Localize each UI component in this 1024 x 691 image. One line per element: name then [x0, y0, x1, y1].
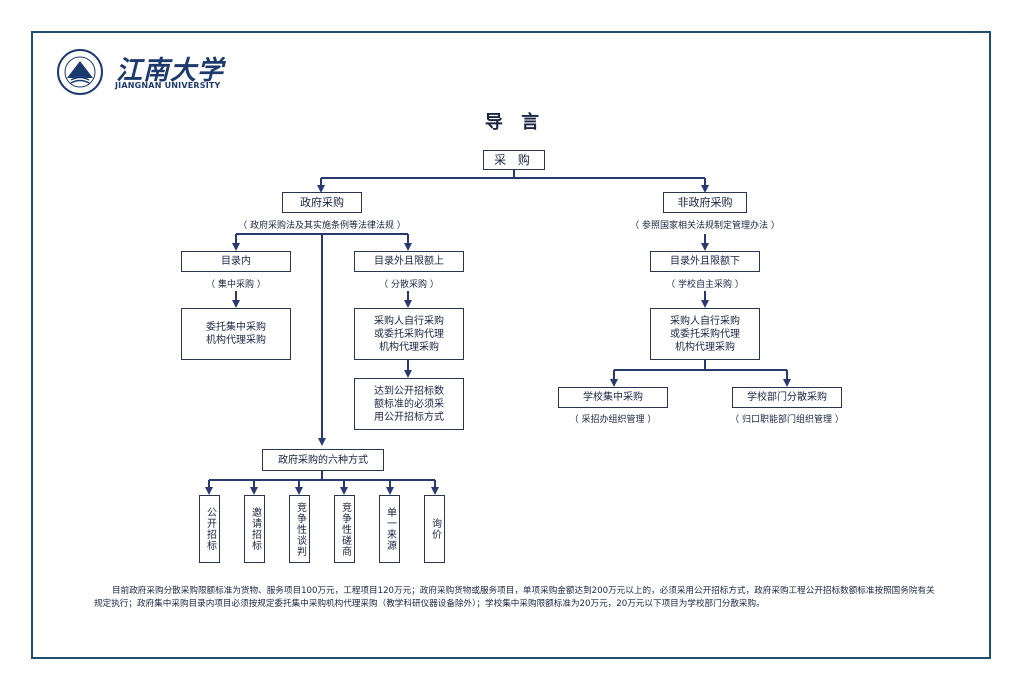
page-title: 导 言 [484, 112, 546, 133]
node-nongov-self-or-agency: 采购人自行采购 或委托采购代理 机构代理采购 [650, 308, 760, 360]
node-six-methods: 政府采购的六种方式 [262, 449, 384, 471]
note-catalog-out-above: （ 分散采购 ） [379, 280, 439, 290]
note-school-dept: （ 归口职能部门组织管理 ） [730, 415, 844, 425]
footer-note: 目前政府采购分散采购限额标准为货物、服务项目100万元，工程项目120万元；政府… [94, 586, 935, 609]
node-gov-self-or-agency: 采购人自行采购 或委托采购代理 机构代理采购 [354, 308, 464, 360]
university-seal-icon [57, 49, 103, 95]
node-catalog-in: 目录内 [181, 251, 291, 272]
note-catalog-out-below: （ 学校自主采购 ） [666, 280, 744, 290]
method-invited-tender: 邀请招标 [244, 495, 265, 563]
page-frame [31, 31, 991, 659]
node-nongov-procurement: 非政府采购 [663, 192, 747, 213]
method-competitive-negotiation: 竞争性谈判 [289, 495, 310, 563]
node-central-agency: 委托集中采购 机构代理采购 [181, 308, 291, 360]
method-competitive-consultation: 竞争性磋商 [334, 495, 355, 563]
node-procurement: 采 购 [483, 150, 545, 170]
note-nongov-procurement: （ 参照国家相关法规制定管理办法 ） [630, 221, 780, 231]
note-school-central: （ 采招办组织管理 ） [569, 415, 657, 425]
node-school-central: 学校集中采购 [558, 387, 668, 408]
note-catalog-in: （ 集中采购 ） [206, 280, 266, 290]
method-single-source: 单一来源 [379, 495, 400, 563]
node-school-dept: 学校部门分散采购 [732, 387, 842, 408]
node-open-tender-required: 达到公开招标数 额标准的必须采 用公开招标方式 [354, 378, 464, 430]
logo-name-en: JIANGNAN UNIVERSITY [115, 81, 221, 90]
note-gov-procurement: （ 政府采购法及其实施条例等法律法规 ） [238, 221, 406, 231]
method-open-tender: 公开招标 [199, 495, 220, 563]
logo-name-cn: 江南大学 [116, 56, 225, 86]
node-catalog-out-below: 目录外且限额下 [650, 251, 760, 272]
node-gov-procurement: 政府采购 [282, 192, 362, 213]
node-catalog-out-above: 目录外且限额上 [354, 251, 464, 272]
method-inquiry: 询价 [424, 495, 445, 563]
